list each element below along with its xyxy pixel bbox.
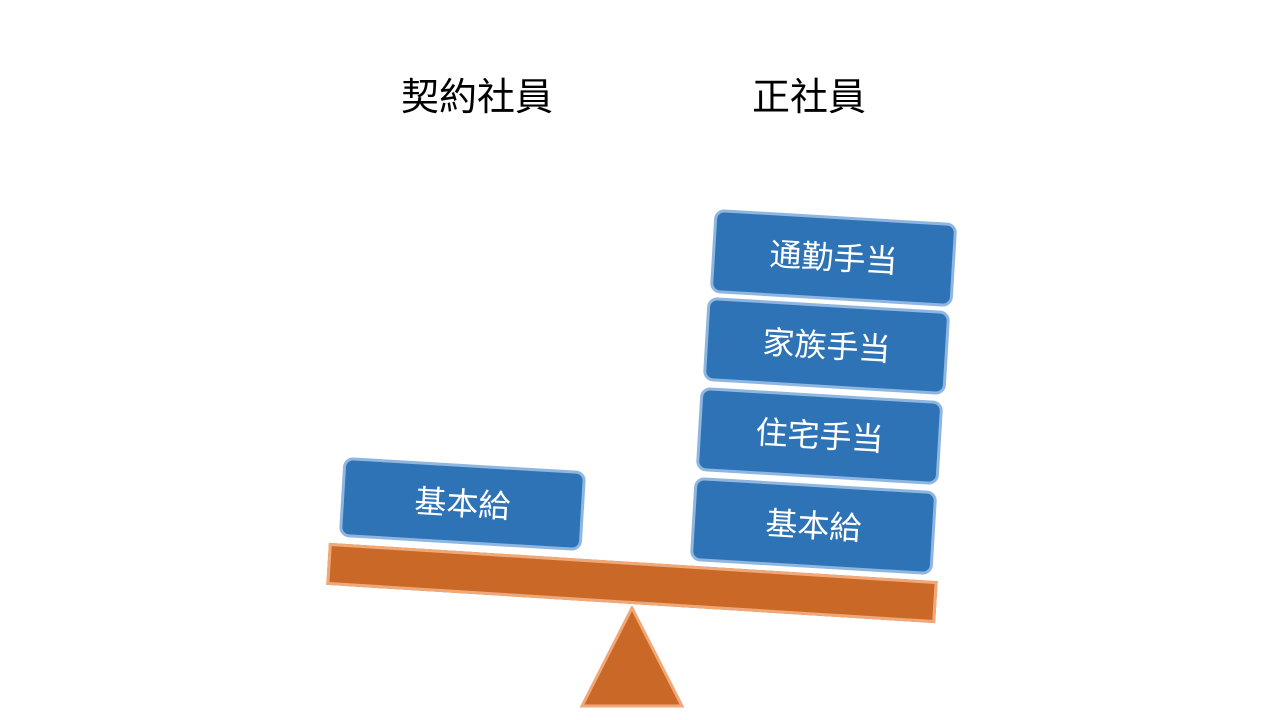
left-block-label: 基本給 (413, 482, 512, 526)
fulcrum-triangle (580, 606, 684, 708)
right-block-label: 通勤手当 (768, 235, 899, 281)
regular-employee-heading: 正社員 (752, 75, 867, 119)
right-block-family-allowance: 家族手当 (702, 296, 951, 396)
right-block-commuting-allowance: 通勤手当 (709, 208, 958, 308)
left-block-base-salary: 基本給 (338, 456, 587, 552)
right-block-housing-allowance: 住宅手当 (695, 386, 944, 486)
right-block-base-salary: 基本給 (689, 476, 938, 576)
contract-employee-heading: 契約社員 (401, 75, 554, 119)
right-block-label: 基本給 (764, 504, 863, 548)
right-block-label: 住宅手当 (754, 413, 885, 459)
right-block-label: 家族手当 (761, 323, 892, 369)
